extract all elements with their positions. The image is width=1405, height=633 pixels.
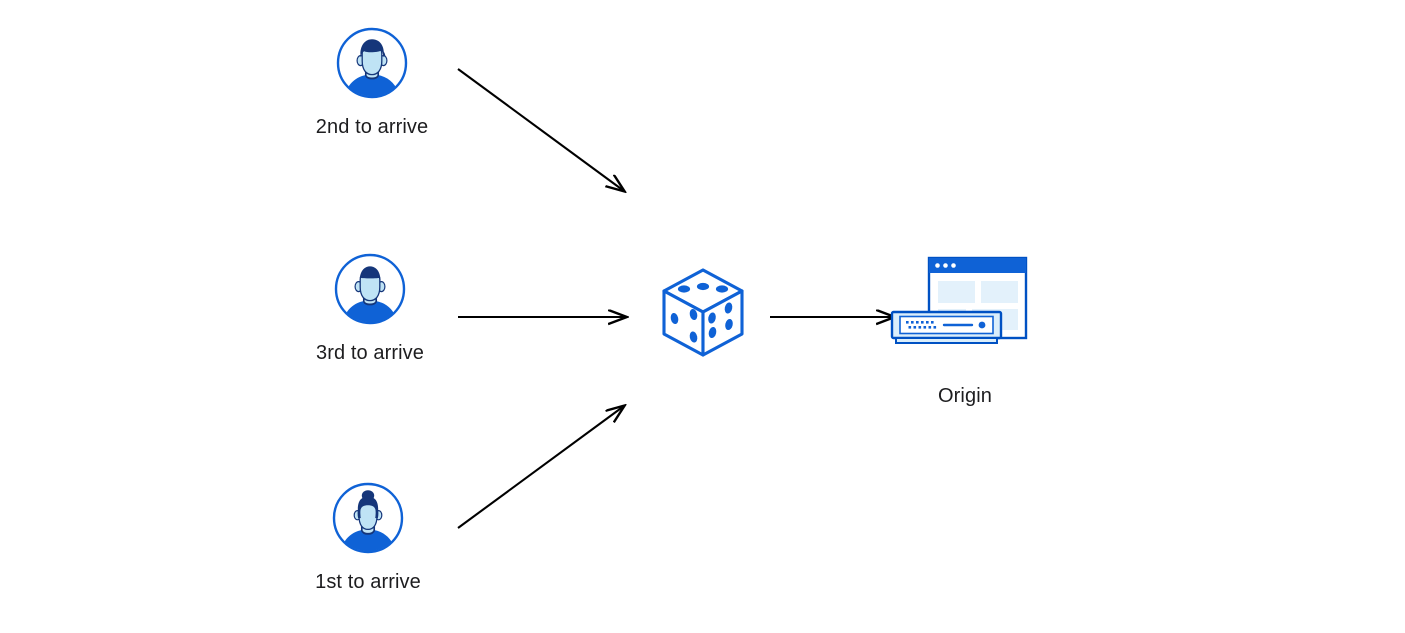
node-label-visitor-first: 1st to arrive [315, 571, 421, 593]
avatar-male-short-hair-icon [336, 27, 408, 99]
avatar-male-short-hair-icon [334, 253, 406, 325]
node-label-visitor-second: 2nd to arrive [315, 116, 429, 138]
server-router-shape [890, 310, 1003, 344]
node-origin[interactable]: Origin [880, 250, 1050, 408]
node-visitor-second[interactable]: 2nd to arrive [272, 27, 472, 139]
node-randomizer[interactable] [648, 258, 758, 368]
node-visitor-third[interactable]: 3rd to arrive [270, 253, 470, 365]
origin-server-browser-icon [880, 250, 1050, 365]
dice-icon [648, 258, 758, 368]
node-label-visitor-third: 3rd to arrive [315, 342, 424, 364]
arrow-first-to-dice [457, 406, 624, 529]
avatar-female-bun-hair-icon [332, 482, 404, 554]
node-label-origin: Origin [938, 385, 992, 407]
node-visitor-first[interactable]: 1st to arrive [268, 482, 468, 594]
arrow-second-to-dice [457, 68, 624, 191]
